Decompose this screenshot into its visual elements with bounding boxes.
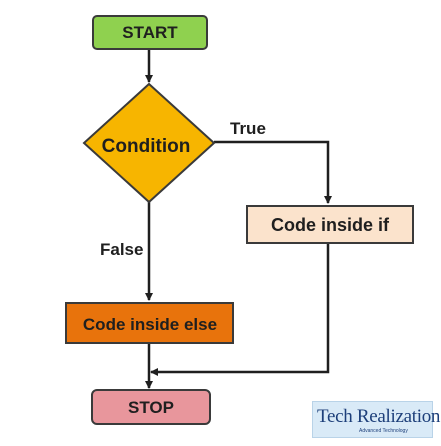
start-node-shape <box>92 15 208 50</box>
if-block-node-label: Code inside if <box>271 215 390 235</box>
edge-label-true: True <box>230 119 266 138</box>
stop-node-shape <box>91 389 211 425</box>
condition-node: Condition <box>82 82 216 204</box>
condition-node-shape <box>82 82 216 204</box>
start-node-label: START <box>122 23 178 42</box>
else-block-node-shape <box>65 302 234 344</box>
tech-realization-logo: Tech Realization Advanced Technology <box>312 401 440 438</box>
else-block-node-label: Code inside else <box>83 315 217 334</box>
stop-node-label: STOP <box>128 398 174 417</box>
stop-node: STOP <box>91 389 211 425</box>
edge-label-false: False <box>100 240 143 259</box>
start-node: START <box>92 15 208 50</box>
edge-condition-to-if <box>214 140 332 204</box>
logo-tagline: Advanced Technology <box>359 428 408 434</box>
if-block-node: Code inside if <box>246 205 414 244</box>
else-block-node: Code inside else <box>65 302 234 344</box>
edge-if-to-stop <box>150 244 330 376</box>
if-block-node-shape <box>246 205 414 244</box>
logo-wordmark: Tech Realization <box>317 406 441 427</box>
condition-node-label: Condition <box>102 136 191 157</box>
